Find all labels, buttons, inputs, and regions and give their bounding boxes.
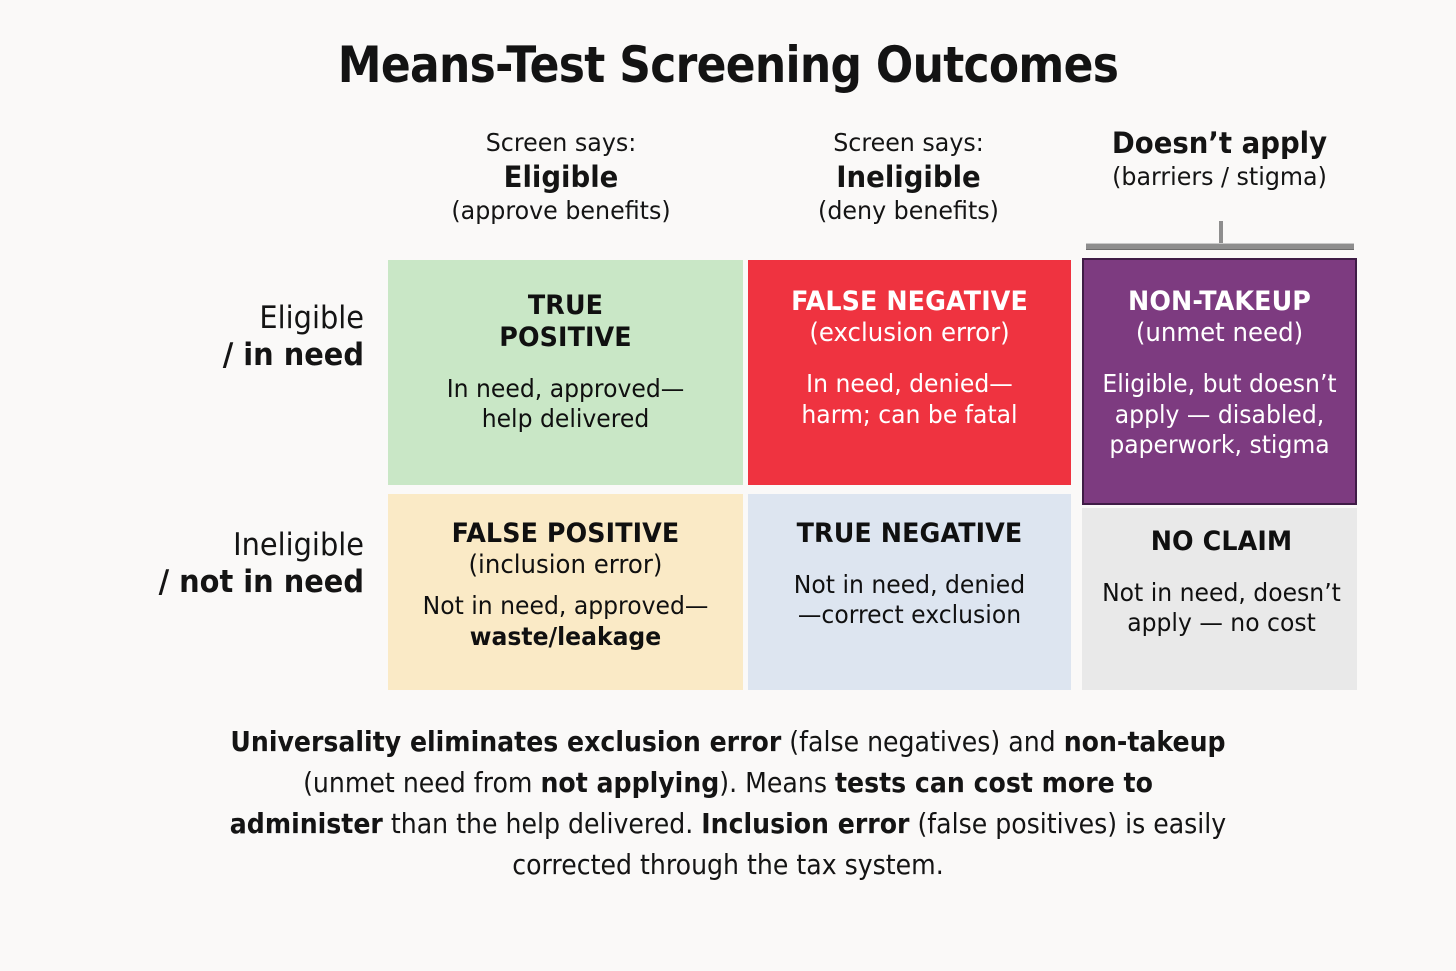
cell-title-line2: POSITIVE [499, 321, 632, 353]
column-bracket-bar-icon [1086, 243, 1354, 250]
caption-line-3: administer than the help delivered. Incl… [224, 804, 1232, 845]
matrix-cell-true-negative: TRUE NEGATIVE Not in need, denied —corre… [748, 494, 1071, 690]
column-header-strong: Doesn’t apply [1111, 126, 1328, 160]
column-header-ineligible: Screen says: Ineligible (deny benefits) [747, 128, 1070, 225]
caption-line-4: corrected through the tax system. [512, 847, 944, 881]
cell-body-line2: harm; can be fatal [801, 399, 1018, 429]
page-title: Means-Test Screening Outcomes [337, 36, 1119, 94]
caption-emph-2: non-takeup [1063, 725, 1226, 758]
cell-body-line2: help delivered [481, 404, 650, 434]
cell-body-line2: apply — disabled, [1114, 399, 1325, 429]
caption-emph-6: Inclusion error [701, 806, 910, 840]
cell-title: TRUE NEGATIVE [796, 518, 1023, 549]
footer-caption: Universality eliminates exclusion error … [168, 722, 1288, 886]
matrix-cell-false-positive: FALSE POSITIVE (inclusion error) Not in … [388, 494, 743, 690]
row-label-ineligible-not-in-need: Ineligible / not in need [80, 527, 364, 601]
cell-body-line3: paperwork, stigma [1109, 430, 1330, 460]
cell-title: NO CLAIM [1150, 526, 1293, 557]
cell-body-line2: —correct exclusion [797, 600, 1022, 630]
cell-parenthetical: (inclusion error) [468, 549, 663, 580]
row-label-line2: / not in need [158, 564, 364, 601]
caption-text-5: (false positives) is easily [909, 806, 1227, 840]
cell-parenthetical: (exclusion error) [809, 317, 1010, 348]
column-bracket-tick-icon [1219, 221, 1223, 244]
row-label-line1: Eligible [259, 300, 364, 336]
cell-body-line2: apply — no cost [1127, 608, 1316, 638]
column-header-sub: (approve benefits) [451, 195, 671, 225]
cell-body-line1: Not in need, denied [793, 569, 1026, 599]
cell-title: NON-TAKEUP [1127, 286, 1312, 317]
caption-text-4: than the help delivered. [382, 806, 702, 840]
cell-title: FALSE NEGATIVE [791, 286, 1028, 317]
caption-line-2: (unmet need from not applying). Means te… [224, 763, 1232, 804]
caption-emph-5: administer [229, 806, 383, 840]
column-header-strong: Eligible [503, 159, 619, 194]
column-header-lead: Screen says: [485, 128, 637, 157]
caption-line-1: Universality eliminates exclusion error … [224, 722, 1232, 763]
cell-title: FALSE POSITIVE [451, 518, 680, 549]
column-header-strong: Ineligible [836, 159, 981, 194]
cell-body-line2: waste/leakage [469, 621, 662, 651]
cell-body-line1: In need, approved— [446, 373, 685, 403]
matrix-cell-non-takeup: NON-TAKEUP (unmet need) Eligible, but do… [1082, 258, 1357, 505]
cell-body-line1: Eligible, but doesn’t [1102, 369, 1337, 399]
caption-emph-4: tests can cost more to [834, 765, 1153, 799]
column-header-eligible: Screen says: Eligible (approve benefits) [380, 128, 742, 225]
cell-body-line1: In need, denied— [806, 369, 1013, 399]
caption-emph-1: Universality eliminates exclusion error [230, 725, 782, 758]
column-header-sub: (deny benefits) [818, 195, 999, 225]
row-label-line2: / in need [222, 337, 364, 374]
cell-body-line1: Not in need, approved— [422, 591, 709, 621]
caption-emph-3: not applying [540, 765, 720, 799]
row-label-eligible-in-need: Eligible / in need [90, 300, 364, 374]
column-header-lead: Screen says: [833, 128, 984, 157]
column-header-doesnt-apply: Doesn’t apply (barriers / stigma) [1082, 124, 1357, 192]
matrix-cell-true-positive: TRUE POSITIVE In need, approved— help de… [388, 260, 743, 485]
cell-title-line1: TRUE [527, 290, 604, 321]
matrix-cell-false-negative: FALSE NEGATIVE (exclusion error) In need… [748, 260, 1071, 485]
cell-parenthetical: (unmet need) [1135, 317, 1304, 348]
cell-body-line1: Not in need, doesn’t [1102, 577, 1341, 607]
column-header-sub: (barriers / stigma) [1112, 162, 1327, 192]
caption-text-3: ). Means [719, 765, 835, 799]
row-label-line1: Ineligible [233, 527, 364, 563]
matrix-cell-no-claim: NO CLAIM Not in need, doesn’t apply — no… [1082, 508, 1357, 690]
caption-text-1: (false negatives) and [781, 725, 1064, 758]
caption-text-2: (unmet need from [303, 765, 541, 799]
